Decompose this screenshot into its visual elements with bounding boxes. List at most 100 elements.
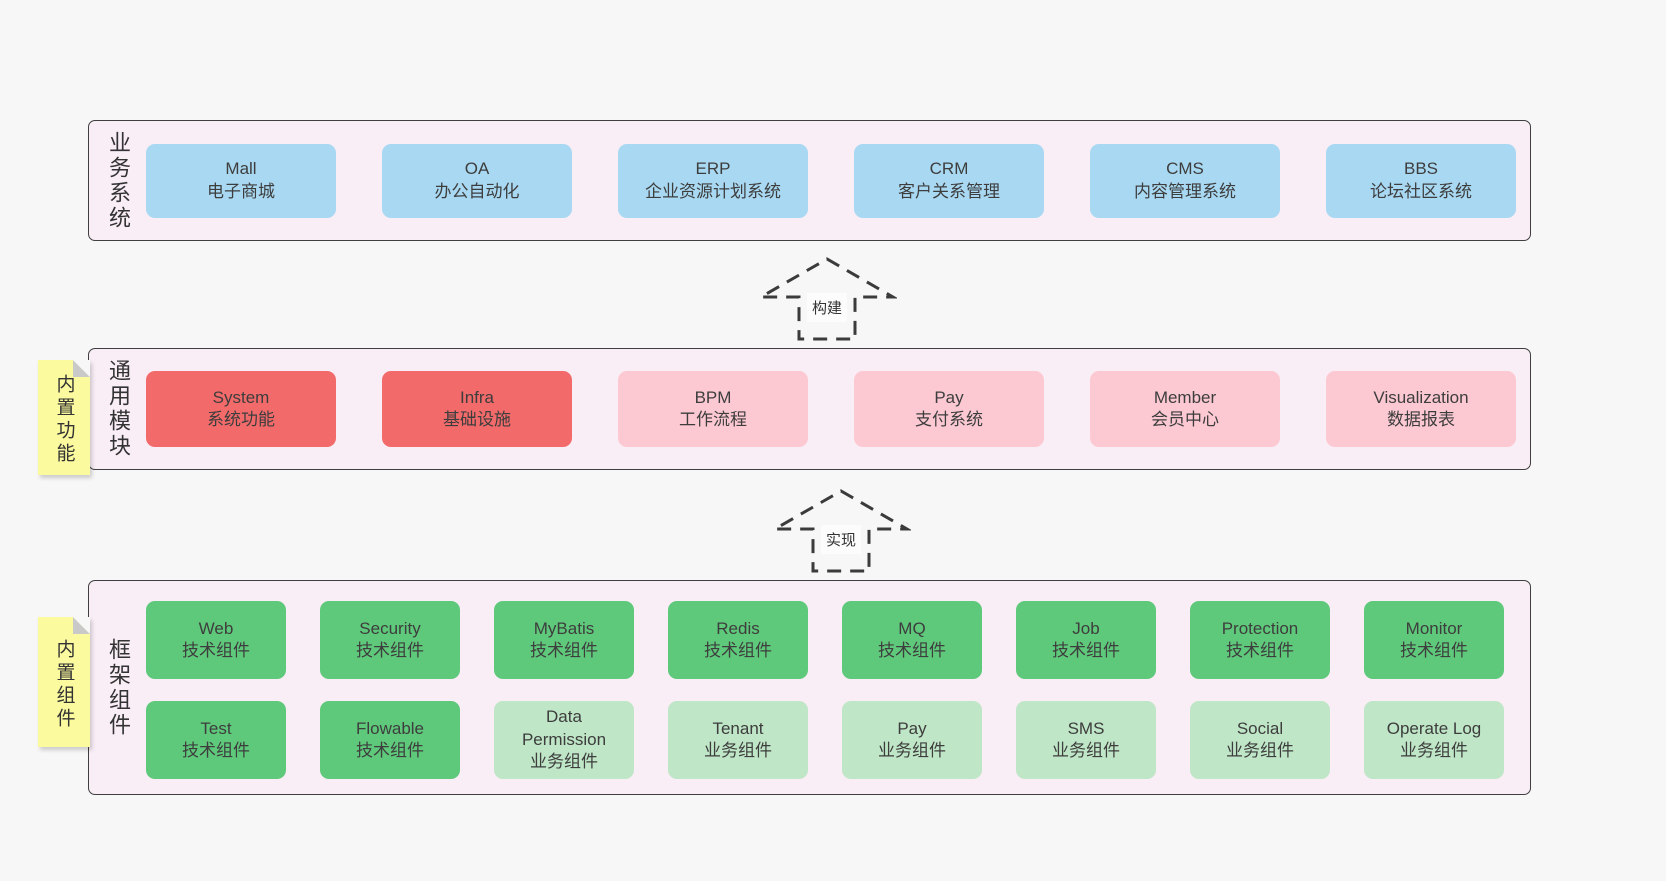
band-label-components: 框架组件: [106, 637, 131, 738]
component-grid: Web 技术组件 Security 技术组件 MyBatis 技术组件 Redi…: [146, 601, 1504, 779]
box-subtitle: 技术组件: [356, 741, 424, 760]
box-title: Flowable: [355, 718, 425, 738]
box-data-permission: Data Permission 业务组件: [494, 701, 634, 779]
arrow-build: 构建: [757, 256, 897, 342]
sticky-note-text: 内置组件: [53, 638, 75, 731]
box-subtitle: 技术组件: [704, 641, 772, 660]
box-title: Redis: [716, 618, 760, 638]
box-web: Web 技术组件: [146, 601, 286, 679]
box-system: System 系统功能: [146, 371, 336, 447]
box-pay-module: Pay 支付系统: [854, 371, 1044, 447]
band-label-modules: 通用模块: [106, 359, 131, 459]
box-erp: ERP 企业资源计划系统: [618, 143, 808, 218]
box-subtitle: 业务组件: [530, 752, 598, 772]
box-subtitle: 企业资源计划系统: [645, 181, 781, 201]
box-flowable: Flowable 技术组件: [320, 701, 460, 779]
box-tenant: Tenant 业务组件: [668, 701, 808, 779]
box-subtitle: 业务组件: [878, 741, 946, 760]
box-title: Pay: [934, 387, 964, 407]
box-subtitle: 技术组件: [1052, 641, 1120, 660]
box-oa: OA 办公自动化: [382, 143, 572, 218]
box-subtitle: 基础设施: [443, 410, 511, 429]
box-subtitle: 技术组件: [182, 741, 250, 760]
sticky-fold-cut: [73, 617, 90, 634]
box-title: BBS: [1403, 159, 1439, 179]
arrow-implement-label: 实现: [820, 525, 862, 554]
sticky-note-builtin-components: 内置组件: [38, 617, 90, 747]
box-sms: SMS 业务组件: [1016, 701, 1156, 779]
box-title: Data Permission: [521, 707, 607, 749]
box-subtitle: 会员中心: [1151, 410, 1219, 429]
box-test: Test 技术组件: [146, 701, 286, 779]
sticky-fold-cut: [73, 360, 90, 377]
box-subtitle: 技术组件: [182, 641, 250, 660]
box-title: Infra: [459, 387, 495, 407]
box-social: Social 业务组件: [1190, 701, 1330, 779]
box-mall: Mall 电子商城: [146, 143, 336, 218]
box-subtitle: 系统功能: [207, 410, 275, 429]
box-title: Tenant: [712, 718, 764, 738]
box-title: Protection: [1221, 618, 1299, 638]
box-subtitle: 办公自动化: [434, 181, 520, 201]
box-title: ERP: [695, 159, 731, 179]
box-subtitle: 论坛社区系统: [1370, 181, 1472, 201]
sticky-note-builtin-features: 内置功能: [38, 360, 90, 475]
box-title: MyBatis: [533, 618, 595, 638]
box-subtitle: 技术组件: [878, 641, 946, 660]
module-boxes: System 系统功能 Infra 基础设施 BPM 工作流程 Pay 支付系统…: [146, 349, 1516, 469]
box-title: Security: [359, 618, 421, 638]
box-cms: CMS 内容管理系统: [1090, 143, 1280, 218]
box-subtitle: 支付系统: [915, 410, 983, 429]
box-subtitle: 工作流程: [679, 410, 747, 429]
band-business-systems: 业务系统 Mall 电子商城 OA 办公自动化 ERP 企业资源计划系统 CRM…: [88, 120, 1531, 241]
box-pay-component: Pay 业务组件: [842, 701, 982, 779]
box-subtitle: 内容管理系统: [1134, 181, 1236, 201]
box-title: Member: [1153, 387, 1217, 407]
box-subtitle: 技术组件: [1400, 641, 1468, 660]
box-title: Test: [200, 718, 232, 738]
box-title: Job: [1072, 618, 1100, 638]
sticky-note-text: 内置功能: [53, 373, 75, 466]
box-subtitle: 技术组件: [356, 641, 424, 660]
box-subtitle: 业务组件: [704, 741, 772, 760]
box-title: SMS: [1067, 718, 1105, 738]
box-subtitle: 客户关系管理: [898, 181, 1000, 201]
box-title: Social: [1236, 718, 1284, 738]
box-subtitle: 业务组件: [1052, 741, 1120, 760]
box-title: Pay: [897, 718, 927, 738]
box-title: CMS: [1166, 159, 1204, 179]
box-protection: Protection 技术组件: [1190, 601, 1330, 679]
band-label-business: 业务系统: [106, 130, 131, 231]
box-title: Web: [198, 618, 234, 638]
box-title: BPM: [694, 387, 732, 407]
box-subtitle: 业务组件: [1226, 741, 1294, 760]
box-title: Mall: [225, 159, 257, 179]
box-monitor: Monitor 技术组件: [1364, 601, 1504, 679]
box-subtitle: 业务组件: [1400, 741, 1468, 760]
arrow-implement: 实现: [771, 488, 911, 574]
box-redis: Redis 技术组件: [668, 601, 808, 679]
box-title: MQ: [898, 618, 926, 638]
box-security: Security 技术组件: [320, 601, 460, 679]
box-infra: Infra 基础设施: [382, 371, 572, 447]
box-subtitle: 数据报表: [1387, 410, 1455, 429]
box-visualization: Visualization 数据报表: [1326, 371, 1516, 447]
box-mq: MQ 技术组件: [842, 601, 982, 679]
box-title: Operate Log: [1386, 718, 1482, 738]
box-job: Job 技术组件: [1016, 601, 1156, 679]
box-operate-log: Operate Log 业务组件: [1364, 701, 1504, 779]
box-subtitle: 电子商城: [207, 181, 275, 201]
up-arrow-icon: [757, 257, 897, 341]
box-member: Member 会员中心: [1090, 371, 1280, 447]
box-crm: CRM 客户关系管理: [854, 143, 1044, 218]
box-title: OA: [464, 159, 490, 179]
box-bpm: BPM 工作流程: [618, 371, 808, 447]
up-arrow-icon: [771, 489, 911, 573]
box-title: CRM: [929, 159, 969, 179]
box-title: Monitor: [1405, 618, 1463, 638]
box-mybatis: MyBatis 技术组件: [494, 601, 634, 679]
business-boxes: Mall 电子商城 OA 办公自动化 ERP 企业资源计划系统 CRM 客户关系…: [146, 121, 1516, 240]
band-framework-components: 框架组件 Web 技术组件 Security 技术组件 MyBatis 技术组件…: [88, 580, 1531, 795]
box-subtitle: 技术组件: [530, 641, 598, 660]
